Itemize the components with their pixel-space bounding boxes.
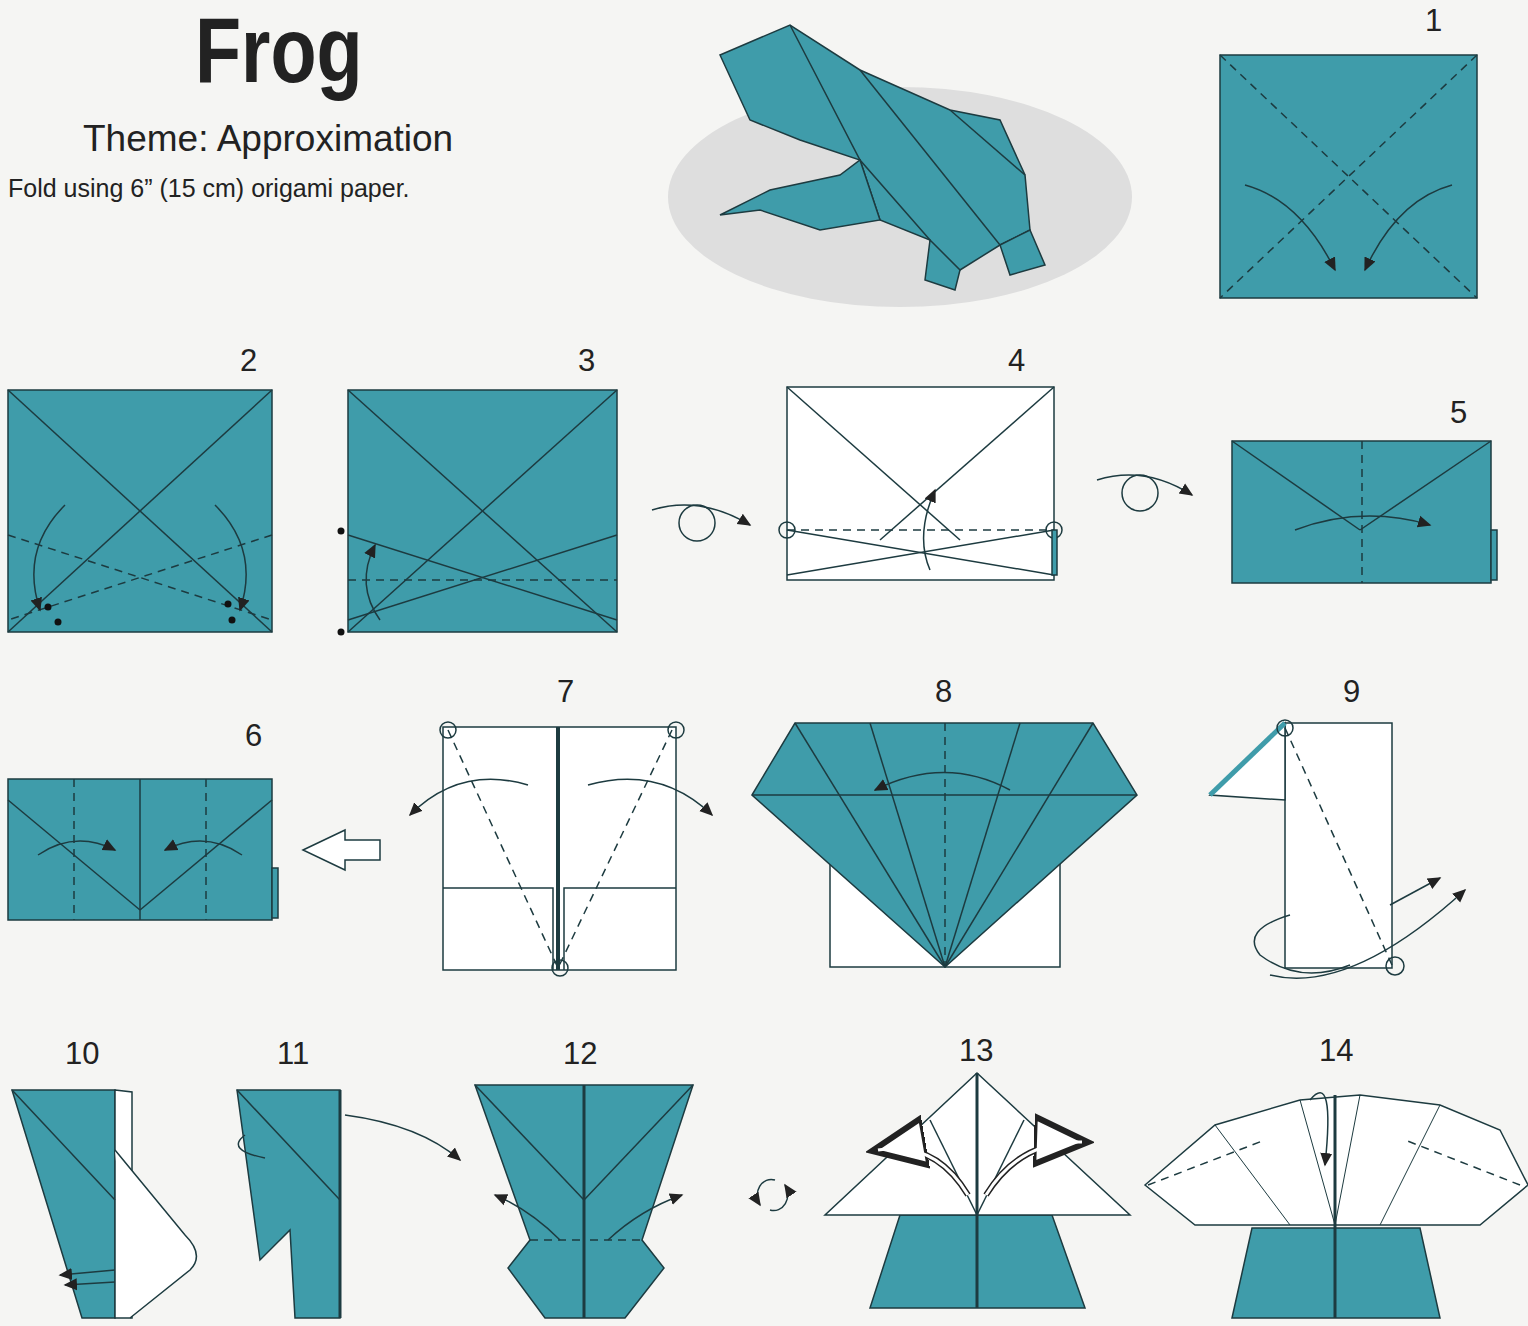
step-number: 8 bbox=[935, 676, 952, 707]
step-number: 9 bbox=[1343, 676, 1360, 707]
theme-text: Theme: Approximation bbox=[83, 120, 453, 157]
step-number: 11 bbox=[277, 1038, 309, 1069]
title: Frog bbox=[195, 4, 363, 96]
step-number: 1 bbox=[1425, 5, 1442, 36]
paper-note: Fold using 6” (15 cm) origami paper. bbox=[8, 176, 410, 201]
step-number: 3 bbox=[578, 345, 595, 376]
step-number: 13 bbox=[959, 1035, 993, 1066]
step-number: 12 bbox=[563, 1038, 597, 1069]
step-number: 7 bbox=[557, 676, 574, 707]
step-number: 6 bbox=[245, 720, 262, 751]
step-number: 4 bbox=[1008, 345, 1025, 376]
step-number: 2 bbox=[240, 345, 257, 376]
step-number: 10 bbox=[65, 1038, 99, 1069]
step-number: 14 bbox=[1319, 1035, 1353, 1066]
step-number: 5 bbox=[1450, 397, 1467, 428]
